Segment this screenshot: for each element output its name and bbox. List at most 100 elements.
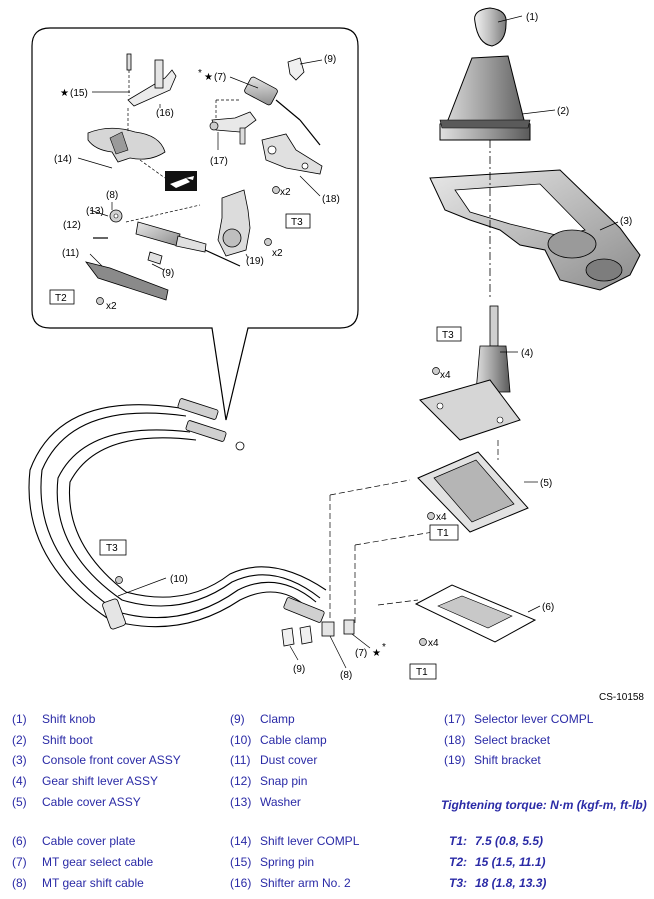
callout-10: (10) <box>170 574 188 585</box>
qty-5: x4 <box>436 512 447 523</box>
cable-run <box>28 404 327 628</box>
callout-7-bottom: (7) <box>355 648 367 659</box>
legend-item: (19) Shift bracket <box>444 753 541 767</box>
callout-8-inset: (8) <box>106 190 118 201</box>
tag-t2-inset: T2 <box>55 293 67 304</box>
leader-lines <box>77 15 619 669</box>
callout-19: (19) <box>246 256 264 267</box>
legend-name: Spring pin <box>260 855 315 869</box>
legend-name: MT gear shift cable <box>42 876 144 890</box>
torque-value-t3: 18 (1.8, 13.3) <box>475 876 547 890</box>
legend-number: (1) <box>12 712 27 726</box>
select-bracket-18 <box>261 133 323 175</box>
qty-6: x4 <box>428 638 439 649</box>
legend-item: (2) Shift boot <box>12 733 93 747</box>
bolt-t3-inset <box>264 186 280 246</box>
gear-shift-lever-4 <box>419 305 521 441</box>
legend-name: Shift lever COMPL <box>260 834 360 848</box>
tag-t3-clamp: T3 <box>106 543 118 554</box>
legend-name: Snap pin <box>260 774 308 788</box>
callout-3: (3) <box>620 216 632 227</box>
legend-number: (13) <box>230 795 252 809</box>
torque-row-t1: T1:7.5 (0.8, 5.5) <box>449 834 543 848</box>
exploded-view-diagram: (1) (2) (3) (4) (5) (6) ★ (15) (16) * ★ … <box>28 7 641 681</box>
cable-ends-lower <box>283 597 355 637</box>
spring-pin-15 <box>126 53 132 71</box>
legend-number: (12) <box>230 774 252 788</box>
callout-13: (13) <box>86 206 104 217</box>
legend-item: (1) Shift knob <box>12 712 95 726</box>
shift-lever-14 <box>87 108 166 163</box>
callout-16: (16) <box>156 108 174 119</box>
detail-inset <box>31 27 359 421</box>
legend-number: (2) <box>12 733 27 747</box>
callout-9-bottom: (9) <box>293 664 305 675</box>
torque-value-t2: 15 (1.5, 11.1) <box>475 855 546 869</box>
legend-name: Shift boot <box>42 733 93 747</box>
callout-2: (2) <box>557 106 569 117</box>
bolt-10 <box>115 576 123 584</box>
bolt-t2-inset <box>96 297 104 305</box>
legend-number: (3) <box>12 753 27 767</box>
torque-key-t2: T2: <box>449 855 467 869</box>
legend-number: (5) <box>12 795 27 809</box>
grease-icon <box>139 159 197 191</box>
callout-4: (4) <box>521 348 533 359</box>
star-15: ★ <box>60 88 69 99</box>
callout-8-bottom: (8) <box>340 670 352 681</box>
legend-name: Selector lever COMPL <box>474 712 594 726</box>
cable-clamp-10 <box>102 598 126 630</box>
legend-number: (8) <box>12 876 27 890</box>
legend-name: Cable cover ASSY <box>42 795 141 809</box>
legend-number: (6) <box>12 834 27 848</box>
legend-name: Select bracket <box>474 733 551 747</box>
legend-item: (6)Cable cover plate <box>12 834 135 848</box>
legend-number: (10) <box>230 733 252 747</box>
legend-item: (17) Selector lever COMPL <box>444 712 593 726</box>
callout-5: (5) <box>540 478 552 489</box>
legend-item: (9)Clamp <box>230 712 295 726</box>
callout-labels: (1) (2) (3) (4) (5) (6) ★ (15) (16) * ★ … <box>54 12 632 681</box>
legend-name: Shifter arm No. 2 <box>260 876 351 890</box>
console-cover-3 <box>429 169 641 291</box>
legend-number: (17) <box>444 712 466 726</box>
tag-t3-lever: T3 <box>442 330 454 341</box>
legend-number: (19) <box>444 753 466 767</box>
qty-18: x2 <box>280 187 291 198</box>
torque-row-t3: T3: 18 (1.8, 13.3) <box>449 876 546 890</box>
legend-item: (10) Cable clamp <box>230 733 327 747</box>
torque-title: Tightening torque: N·m (kgf-m, ft-lb) <box>441 798 647 812</box>
legend-item: (14) Shift lever COMPL <box>230 834 359 848</box>
torque-value-t1: 7.5 (0.8, 5.5) <box>475 834 544 848</box>
tag-t1-cover: T1 <box>437 528 449 539</box>
legend-name: Shift bracket <box>474 753 541 767</box>
cable-cover-plate-6 <box>414 584 537 643</box>
tag-t1-plate: T1 <box>416 667 428 678</box>
star-7-top: ★ <box>204 72 213 83</box>
callout-1: (1) <box>526 12 538 23</box>
legend-name: Gear shift lever ASSY <box>42 774 159 788</box>
legend-name: Cable clamp <box>260 733 327 747</box>
callout-15: (15) <box>70 88 88 99</box>
shifter-arm-16 <box>127 59 177 107</box>
legend-item: (13) Washer <box>230 795 301 809</box>
torque-key-t3: T3: <box>449 876 467 890</box>
legend-item: (15)Spring pin <box>230 855 314 869</box>
legend-item: (7)MT gear select cable <box>12 855 153 869</box>
clamp-9-bottom <box>281 625 313 647</box>
callout-11: (11) <box>62 248 79 259</box>
legend-number: (9) <box>230 712 245 726</box>
legend-number: (11) <box>230 753 251 767</box>
legend-number: (14) <box>230 834 252 848</box>
legend-name: Shift knob <box>42 712 96 726</box>
figure-id: CS-10158 <box>598 692 644 703</box>
callout-17: (17) <box>210 156 228 167</box>
legend-item: (4)Gear shift lever ASSY <box>12 774 158 788</box>
shift-knob-1 <box>474 7 507 47</box>
legend-name: Washer <box>260 795 301 809</box>
asterisk-7-bottom: * <box>382 642 386 653</box>
shift-cable-end-inset <box>93 204 241 267</box>
qty-4: x4 <box>440 370 451 381</box>
bolt-6 <box>419 638 427 646</box>
qty-11: x2 <box>106 301 117 312</box>
